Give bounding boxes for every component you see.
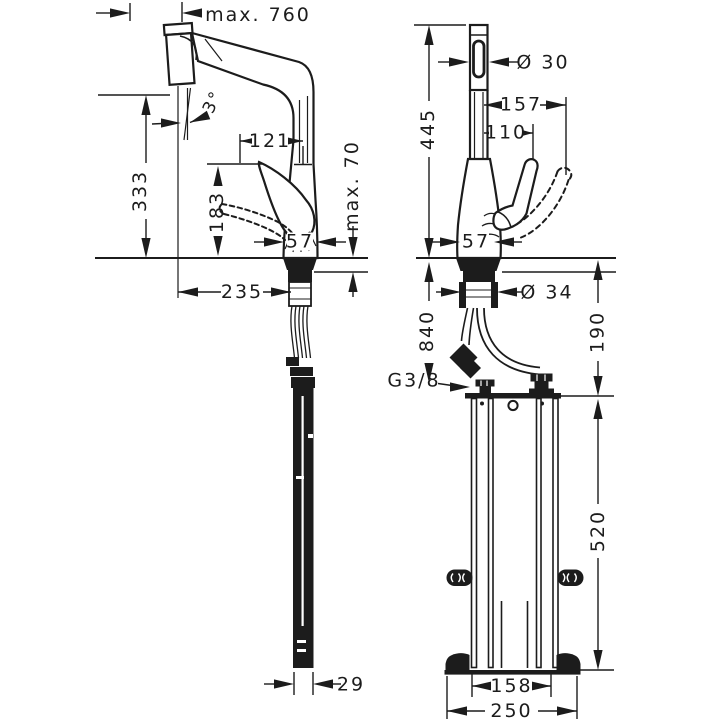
bracket-hose [476, 307, 541, 376]
front-dimension-arrows [110, 8, 358, 689]
dim-handle-offset: 121 [249, 130, 291, 152]
side-spray-head [468, 23, 489, 159]
dim-pullout-length: max. 760 [205, 4, 311, 26]
side-lever-handle [492, 158, 539, 231]
spout-inner-lines [204, 38, 312, 166]
front-escutcheon [283, 258, 317, 307]
dim-rod-width: 29 [337, 674, 365, 696]
spray-head [162, 21, 196, 86]
dim-total-height: 445 [417, 108, 439, 150]
bracket-hose-connector [529, 373, 554, 394]
connector-hatch [480, 380, 488, 386]
front-view: max. 760 3° 333 121 183 max. 70 57 235 2… [95, 2, 368, 696]
side-escutcheon [456, 258, 501, 308]
dim-head-angle: 3° [199, 87, 227, 117]
dim-head-diameter: Ø 30 [516, 52, 569, 74]
bracket-foot-right [556, 653, 581, 671]
countertop-lines-side [416, 257, 616, 273]
side-dimension-textboxes [463, 95, 540, 720]
side-clip-left [446, 569, 473, 586]
dim-handle-height: 183 [206, 191, 228, 233]
pullout-rod [286, 357, 315, 668]
dim-body-width-front: 57 [286, 231, 314, 253]
dim-lever-reach: 110 [485, 122, 527, 144]
front-dimension-textboxes [221, 132, 313, 301]
spray-outlet-slot [472, 39, 486, 79]
side-clip-right [557, 569, 584, 586]
side-view: Ø 30 445 157 110 57 Ø 34 840 190 G3/8 52… [387, 23, 616, 720]
lever-handle-dashed [218, 203, 294, 241]
side-dimension-labels: Ø 30 445 157 110 57 Ø 34 840 190 G3/8 52… [387, 52, 609, 720]
clip-marks [450, 573, 577, 583]
dim-clearance: 190 [587, 311, 609, 353]
side-lever-dashed [510, 166, 573, 239]
dim-bracket-width: 158 [490, 675, 532, 697]
installation-bracket [444, 393, 584, 675]
base-plate [444, 670, 581, 675]
dim-deck-thickness: max. 70 [341, 140, 363, 232]
dim-hose-length: 840 [416, 310, 438, 352]
dim-lever-reach-max: 157 [500, 94, 542, 116]
head-joint-arc [179, 35, 198, 61]
supply-hose [460, 307, 475, 346]
lever-foot-line [496, 210, 512, 228]
g38-connector [449, 343, 495, 394]
bracket-foot-left [445, 653, 470, 671]
hose-strands [290, 305, 312, 359]
front-dimension-labels: max. 760 3° 333 121 183 max. 70 57 235 2… [129, 4, 365, 696]
countertop-lines [95, 257, 368, 273]
dim-thread-size: G3/8 [387, 370, 440, 392]
dim-shank-diameter: Ø 34 [520, 282, 573, 304]
dim-spout-reach: 235 [221, 281, 263, 303]
dim-base-width: 250 [490, 700, 532, 720]
dim-body-width-side: 57 [462, 231, 490, 253]
connector-hatch-2 [536, 374, 546, 381]
dim-bracket-height: 520 [587, 510, 609, 552]
dim-spout-height: 333 [129, 170, 151, 212]
